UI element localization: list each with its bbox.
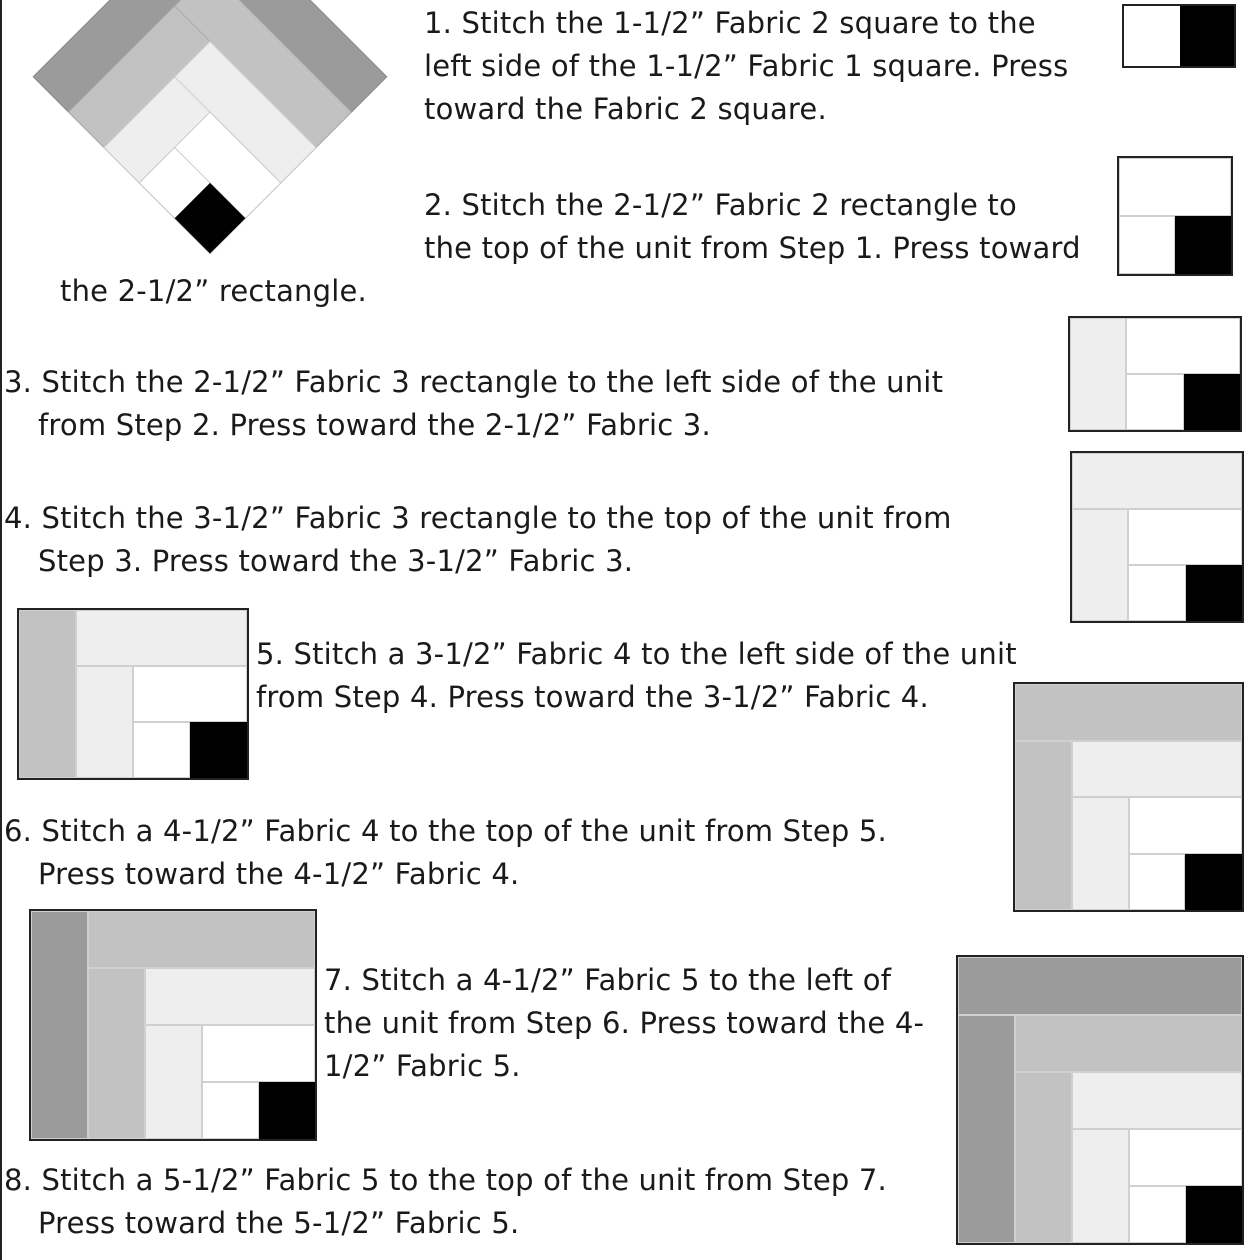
step-line: Press toward the 5-1/2” Fabric 5.	[4, 1202, 887, 1245]
fabric-2-square	[202, 1082, 259, 1139]
step-8-text: 8. Stitch a 5-1/2” Fabric 5 to the top o…	[4, 1159, 887, 1245]
fabric-5-rectangle	[958, 1015, 1015, 1243]
step-line: 6. Stitch a 4-1/2” Fabric 4 to the top o…	[4, 810, 887, 853]
fabric-4-rectangle-top	[1015, 1015, 1242, 1072]
step-line: the top of the unit from Step 1. Press t…	[424, 227, 1081, 270]
fabric-2-rectangle	[1119, 158, 1231, 216]
step-line: 1. Stitch the 1-1/2” Fabric 2 square to …	[424, 2, 1068, 45]
fabric-3-rectangle-top	[1072, 741, 1242, 797]
step-3-text: 3. Stitch the 2-1/2” Fabric 3 rectangle …	[4, 361, 943, 447]
step-5-text: 5. Stitch a 3-1/2” Fabric 4 to the left …	[256, 633, 1017, 719]
fabric-5-rectangle-top	[958, 957, 1242, 1015]
fabric-5-rectangle	[31, 911, 88, 1139]
fabric-1-square	[1180, 6, 1234, 66]
fabric-2-square	[1119, 216, 1175, 274]
step-line: toward the Fabric 2 square.	[424, 88, 1068, 131]
step-2-unit-diagram	[1117, 156, 1233, 276]
step-line: the 2-1/2” rectangle.	[60, 270, 367, 313]
fabric-3-rectangle	[145, 1025, 202, 1139]
step-4-text: 4. Stitch the 3-1/2” Fabric 3 rectangle …	[4, 497, 952, 583]
step-line: Step 3. Press toward the 3-1/2” Fabric 3…	[4, 540, 952, 583]
fabric-1-square	[1185, 854, 1242, 910]
fabric-4-rectangle	[1015, 741, 1072, 910]
fabric-3-rectangle	[76, 666, 133, 778]
step-line: left side of the 1-1/2” Fabric 1 square.…	[424, 45, 1068, 88]
fabric-1-square	[1184, 374, 1240, 430]
fabric-3-rectangle	[1072, 1129, 1129, 1243]
step-line: 8. Stitch a 5-1/2” Fabric 5 to the top o…	[4, 1159, 887, 1202]
fabric-2-rectangle	[1129, 797, 1242, 854]
step-line: from Step 4. Press toward the 3-1/2” Fab…	[256, 676, 1017, 719]
fabric-2-rectangle	[202, 1025, 315, 1082]
fabric-3-rectangle-top	[145, 968, 315, 1025]
fabric-1-square	[190, 722, 247, 778]
fabric-3-rectangle	[1072, 509, 1128, 621]
fabric-1-square	[1175, 216, 1231, 274]
step-line: from Step 2. Press toward the 2-1/2” Fab…	[4, 404, 943, 447]
fabric-1-square	[1186, 1186, 1242, 1243]
fabric-2-rectangle	[1128, 509, 1242, 565]
fabric-2-rectangle	[1126, 318, 1240, 374]
fabric-2-square	[133, 722, 190, 778]
fabric-2-square	[1126, 374, 1184, 430]
fabric-2-rectangle	[133, 666, 247, 722]
step-line: 1/2” Fabric 5.	[324, 1045, 924, 1088]
fabric-4-rectangle	[19, 610, 76, 778]
fabric-4-rectangle-top	[88, 911, 315, 968]
fabric-3-rectangle-top	[1072, 1072, 1242, 1129]
fabric-2-square	[1129, 854, 1185, 910]
fabric-3-rectangle-top	[1072, 453, 1242, 509]
fabric-3-rectangle-top	[76, 610, 247, 666]
step-4-unit-diagram	[1070, 451, 1244, 623]
step-6-text: 6. Stitch a 4-1/2” Fabric 4 to the top o…	[4, 810, 887, 896]
fabric-1-square	[259, 1082, 315, 1139]
step-line: 5. Stitch a 3-1/2” Fabric 4 to the left …	[256, 633, 1017, 676]
fabric-2-square	[1129, 1186, 1186, 1243]
fabric-2-rectangle	[1129, 1129, 1242, 1186]
step-line: 2. Stitch the 2-1/2” Fabric 2 rectangle …	[424, 184, 1081, 227]
step-line: Press toward the 4-1/2” Fabric 4.	[4, 853, 887, 896]
step-line: 4. Stitch the 3-1/2” Fabric 3 rectangle …	[4, 497, 952, 540]
fabric-2-square	[1128, 565, 1186, 621]
step-6-unit-diagram	[1013, 682, 1244, 912]
fabric-4-rectangle-top	[1015, 684, 1242, 741]
step-1-unit-diagram	[1122, 4, 1236, 68]
step-2-text-upper: 2. Stitch the 2-1/2” Fabric 2 rectangle …	[424, 184, 1081, 270]
fabric-4-rectangle	[88, 968, 145, 1139]
fabric-3-rectangle	[1072, 797, 1129, 910]
step-line: the unit from Step 6. Press toward the 4…	[324, 1002, 924, 1045]
step-2-text-lower: the 2-1/2” rectangle.	[60, 270, 367, 313]
fabric-2-square	[1124, 6, 1180, 66]
step-1-text: 1. Stitch the 1-1/2” Fabric 2 square to …	[424, 2, 1068, 131]
finished-block-diagram	[0, 0, 420, 260]
step-3-unit-diagram	[1068, 316, 1242, 432]
step-line: 3. Stitch the 2-1/2” Fabric 3 rectangle …	[4, 361, 943, 404]
step-5-unit-diagram	[17, 608, 249, 780]
fabric-1-square	[1186, 565, 1242, 621]
step-8-unit-diagram	[956, 955, 1244, 1245]
step-7-text: 7. Stitch a 4-1/2” Fabric 5 to the left …	[324, 959, 924, 1088]
step-7-unit-diagram	[29, 909, 317, 1141]
fabric-3-rectangle	[1070, 318, 1126, 430]
fabric-4-rectangle	[1015, 1072, 1072, 1243]
step-line: 7. Stitch a 4-1/2” Fabric 5 to the left …	[324, 959, 924, 1002]
